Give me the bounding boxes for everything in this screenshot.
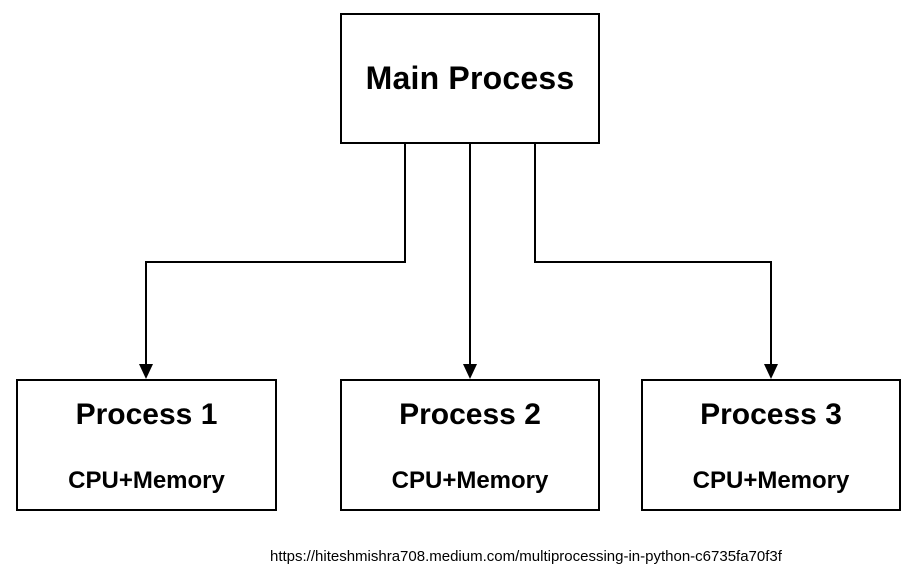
process-1-label: Process 1 bbox=[75, 398, 218, 431]
process-3-resources: CPU+Memory bbox=[692, 467, 850, 494]
arrowhead-process-2 bbox=[463, 364, 477, 379]
process-3-label: Process 3 bbox=[700, 398, 842, 431]
source-url-caption: https://hiteshmishra708.medium.com/multi… bbox=[270, 548, 782, 565]
process-2-label: Process 2 bbox=[399, 398, 541, 431]
process-2-resources: CPU+Memory bbox=[391, 467, 549, 494]
arrow-main-to-process-1 bbox=[145, 144, 406, 366]
main-process-node: Main Process bbox=[340, 13, 600, 144]
process-1-resources: CPU+Memory bbox=[68, 467, 225, 494]
main-process-label: Main Process bbox=[365, 60, 575, 96]
arrowhead-process-1 bbox=[139, 364, 153, 379]
process-1-node: Process 1 CPU+Memory bbox=[16, 379, 277, 511]
arrow-main-to-process-3 bbox=[534, 144, 772, 366]
process-3-node: Process 3 CPU+Memory bbox=[641, 379, 901, 511]
arrowhead-process-3 bbox=[764, 364, 778, 379]
process-2-node: Process 2 CPU+Memory bbox=[340, 379, 600, 511]
